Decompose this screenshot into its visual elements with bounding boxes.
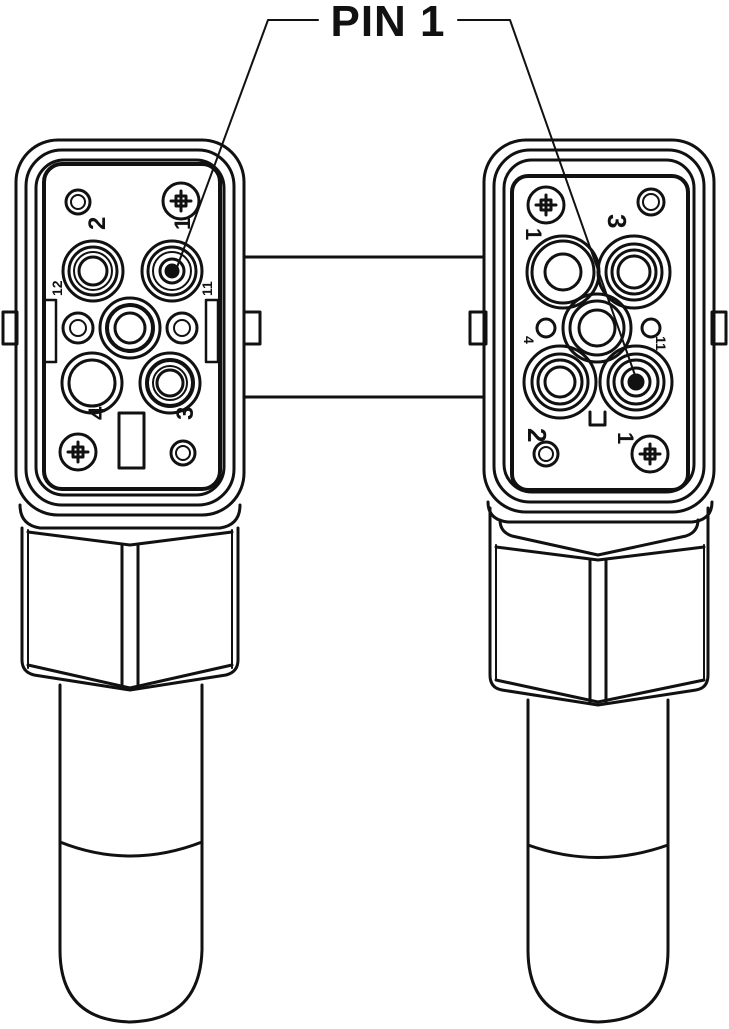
left-side-tab [468,310,488,346]
key-tab [588,410,607,427]
pin-cavity-2 [522,344,598,420]
svg-text:4: 4 [521,336,537,344]
right-label-1: 1 [521,228,546,240]
right-side-tab [710,310,728,346]
pin1-leader-lines [175,19,637,379]
pin1-callout-label: PIN 1 [330,0,446,46]
pin-cavity-3 [138,351,202,415]
right-side-tab [242,310,262,346]
right-label-3: 3 [602,214,632,228]
left-connector [1,138,262,1024]
svg-text:11: 11 [199,281,215,296]
pin-cavity-upper-left [525,234,601,310]
pin-cavity-center [98,296,162,360]
left-label-4: 4 [84,406,111,420]
svg-text:11: 11 [653,336,669,351]
connection-lines [242,255,486,399]
right-connector [468,138,728,1024]
pin-cavity-4 [60,351,124,415]
right-label-1b: 1 [613,432,638,444]
left-label-2: 2 [84,217,111,230]
right-label-2: 2 [522,428,552,442]
screw-boss-icon [630,434,670,474]
pin-cavity-2 [61,239,125,303]
pin-cavity-center [561,292,633,364]
left-label-3: 3 [172,407,199,420]
screw-boss-icon [526,185,566,225]
svg-text:12: 12 [49,280,65,296]
pin-cavity-3 [596,234,672,310]
pin-cavity-1 [598,344,674,420]
screw-boss-icon [58,432,98,472]
screw-boss-icon [161,181,201,221]
key-slot [117,411,146,470]
left-label-1: 1 [170,218,195,230]
pin-cavity-1 [140,239,204,303]
